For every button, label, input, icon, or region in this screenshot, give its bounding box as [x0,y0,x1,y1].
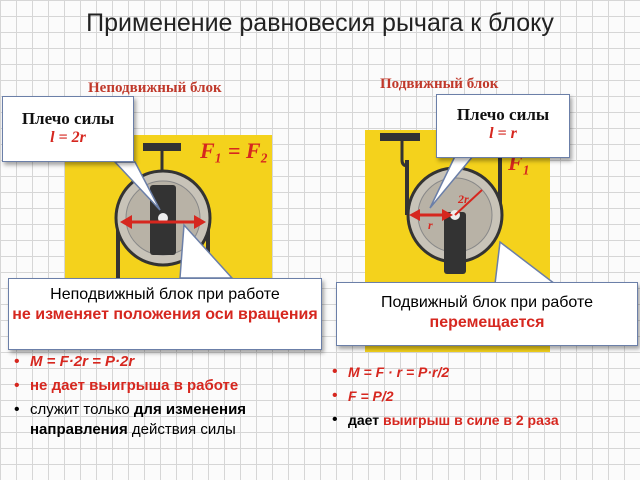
right-bullets: •M = F · r = P·r/2 •F = P/2 •дает выигры… [328,362,628,434]
left-arrow-head-r [194,215,206,229]
right-pulley-holder [444,212,466,274]
right-caption-tail [494,240,558,285]
left-bullets: •M = F·2r = P·2r •не дает выигрыша в раб… [10,352,320,444]
left-callout-formula: l = 2r [50,129,86,146]
left-ceiling-mount [143,143,181,151]
right-callout-formula: l = r [489,125,517,142]
left-heading: Неподвижный блок [88,80,222,96]
left-arrow-head-l [120,215,132,229]
slide-title: Применение равновесия рычага к блоку [86,9,554,37]
left-bullet-3-bold: для изменения направления [30,401,247,438]
right-arm-callout: Плечо силы l = r [436,94,570,158]
left-arm-callout: Плечо силы l = 2r [2,96,134,162]
right-arrow-head-r [442,209,453,221]
right-caption-line1: Подвижный блок при работе [380,294,594,311]
right-caption-line2: перемещается [429,314,545,331]
right-figure-label-2r: 2r [458,192,469,206]
left-caption-line2: не изменяет положения оси вращения [12,306,318,323]
right-caption: Подвижный блок при работе перемещается [336,282,638,346]
right-arrow-head-l [409,209,420,221]
left-figure-label: F₁ = F₂ [200,138,269,163]
right-radius-line [454,189,483,216]
left-bullet-2-text: не дает выигрыша в работе [30,377,239,394]
right-bullet-2: •F = P/2 [332,387,394,404]
right-ceiling-mount [380,133,420,141]
right-figure-label-r: r [428,218,433,232]
left-caption-line1: Неподвижный блок при работе [50,286,280,303]
left-bullet-2: •не дает выигрыша в работе [14,377,239,394]
right-callout-label: Плечо силы [456,105,550,124]
left-caption: Неподвижный блок при работе не изменяет … [8,278,322,350]
right-bullet-1-text: M = F · r = P·r/2 [348,364,450,380]
left-bullet-1-text: M = F·2r = P·2r [30,353,135,370]
left-bullet-3-pre: служит только [30,401,134,418]
right-heading: Подвижный блок [380,76,499,92]
left-callout-tail [113,161,161,211]
right-bullet-3: •дает выигрыш в силе в 2 раза [332,411,559,428]
left-bullet-1: •M = F·2r = P·2r [14,353,135,370]
left-bullet-3-post: действия силы [127,421,236,438]
left-callout-label: Плечо силы [21,109,115,128]
right-bullet-2-text: F = P/2 [348,388,394,404]
right-bullet-1: •M = F · r = P·r/2 [332,363,450,380]
right-bullet-3-pre: дает [348,412,384,428]
right-bullet-3-red: выигрыш в силе в 2 раза [383,412,559,428]
left-bullet-3: •служит только для изменения направления… [14,401,247,438]
